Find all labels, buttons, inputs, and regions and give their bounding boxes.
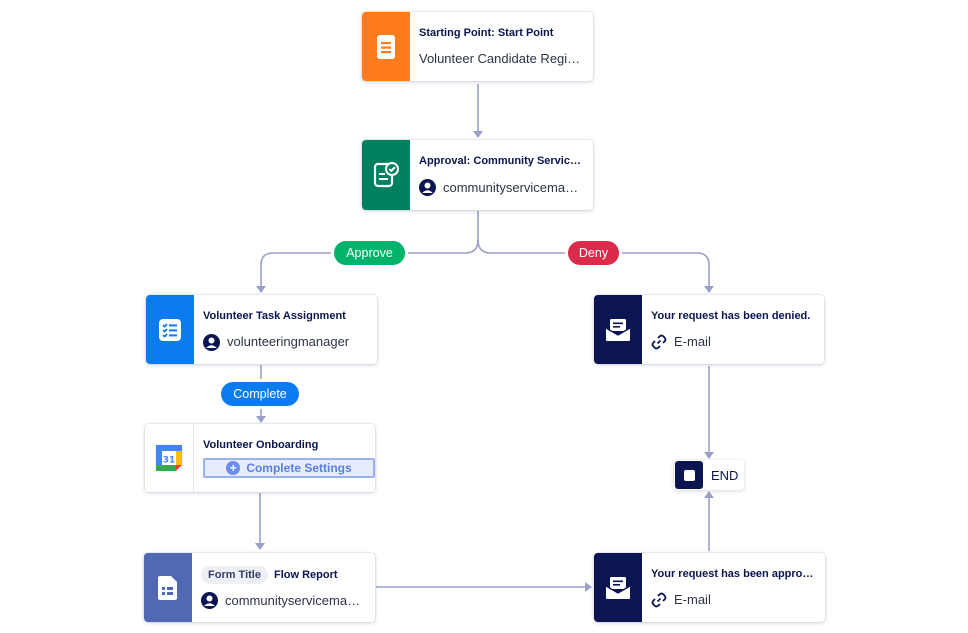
node-subtitle: volunteeringmanager bbox=[227, 334, 350, 349]
google-calendar-icon: 31 bbox=[155, 444, 183, 472]
node-icon-box bbox=[594, 553, 642, 622]
node-title: Your request has been denied. bbox=[651, 310, 811, 322]
edge-label-approve[interactable]: Approve bbox=[334, 241, 405, 265]
user-avatar-icon bbox=[201, 592, 218, 609]
node-title: Approval: Community Service Manager bbox=[419, 155, 583, 167]
link-icon bbox=[651, 334, 667, 350]
node-request-approved-email[interactable]: Your request has been approved. E-mail bbox=[594, 553, 825, 622]
end-label: END bbox=[711, 467, 739, 483]
form-title-tag: Form Title bbox=[201, 566, 268, 584]
form-document-icon bbox=[377, 34, 395, 59]
link-icon bbox=[651, 592, 667, 608]
node-flow-report[interactable]: Form Title Flow Report communityservicem… bbox=[144, 553, 375, 622]
arrowhead bbox=[473, 131, 483, 138]
arrowhead bbox=[256, 416, 266, 423]
stop-square-icon bbox=[675, 461, 703, 489]
node-subtitle: communityservicemanager bbox=[225, 592, 365, 608]
node-title: Volunteer Onboarding bbox=[203, 439, 319, 451]
node-subtitle: E-mail bbox=[674, 334, 711, 349]
node-icon-box: 31 bbox=[145, 424, 194, 492]
complete-settings-label: Complete Settings bbox=[246, 461, 352, 475]
node-title: Your request has been approved. bbox=[651, 568, 815, 580]
user-avatar-icon bbox=[419, 179, 436, 196]
complete-settings-button[interactable]: + Complete Settings bbox=[203, 458, 375, 478]
email-envelope-icon bbox=[605, 576, 631, 599]
email-envelope-icon bbox=[605, 318, 631, 341]
node-volunteer-task-assignment[interactable]: Volunteer Task Assignment volunteeringma… bbox=[146, 295, 377, 364]
arrowhead bbox=[704, 452, 714, 459]
node-approval[interactable]: Approval: Community Service Manager comm… bbox=[362, 140, 593, 210]
approval-document-check-icon bbox=[373, 162, 399, 188]
arrowhead bbox=[704, 286, 714, 293]
node-starting-point[interactable]: Starting Point: Start Point Volunteer Ca… bbox=[362, 12, 593, 81]
node-request-denied-email[interactable]: Your request has been denied. E-mail bbox=[594, 295, 824, 364]
node-icon-box bbox=[146, 295, 194, 364]
node-icon-box bbox=[594, 295, 642, 364]
checklist-icon bbox=[159, 318, 181, 341]
arrowhead bbox=[704, 491, 714, 498]
node-icon-box bbox=[362, 140, 410, 210]
user-avatar-icon bbox=[203, 333, 220, 351]
arrowhead bbox=[256, 286, 266, 293]
node-subtitle: E-mail bbox=[674, 592, 711, 607]
node-title: Starting Point: Start Point bbox=[419, 27, 554, 39]
node-subtitle: communityservicemanager bbox=[443, 179, 583, 195]
node-icon-box bbox=[362, 12, 410, 81]
node-end[interactable]: END bbox=[674, 460, 744, 490]
node-title: Volunteer Task Assignment bbox=[203, 309, 346, 322]
report-document-icon bbox=[158, 575, 177, 600]
arrowhead bbox=[255, 543, 265, 550]
edge-deny bbox=[477, 239, 710, 286]
plus-icon: + bbox=[226, 461, 241, 475]
calendar-day-text: 31 bbox=[163, 456, 176, 466]
edge-label-deny[interactable]: Deny bbox=[568, 241, 619, 265]
node-icon-box bbox=[144, 553, 192, 622]
arrowhead bbox=[585, 582, 592, 592]
node-subtitle: Volunteer Candidate Registration Form bbox=[419, 51, 583, 66]
edge-label-complete[interactable]: Complete bbox=[221, 382, 299, 406]
node-title: Flow Report bbox=[273, 569, 338, 581]
node-volunteer-onboarding[interactable]: 31 Volunteer Onboarding + Complete Setti… bbox=[145, 424, 375, 492]
